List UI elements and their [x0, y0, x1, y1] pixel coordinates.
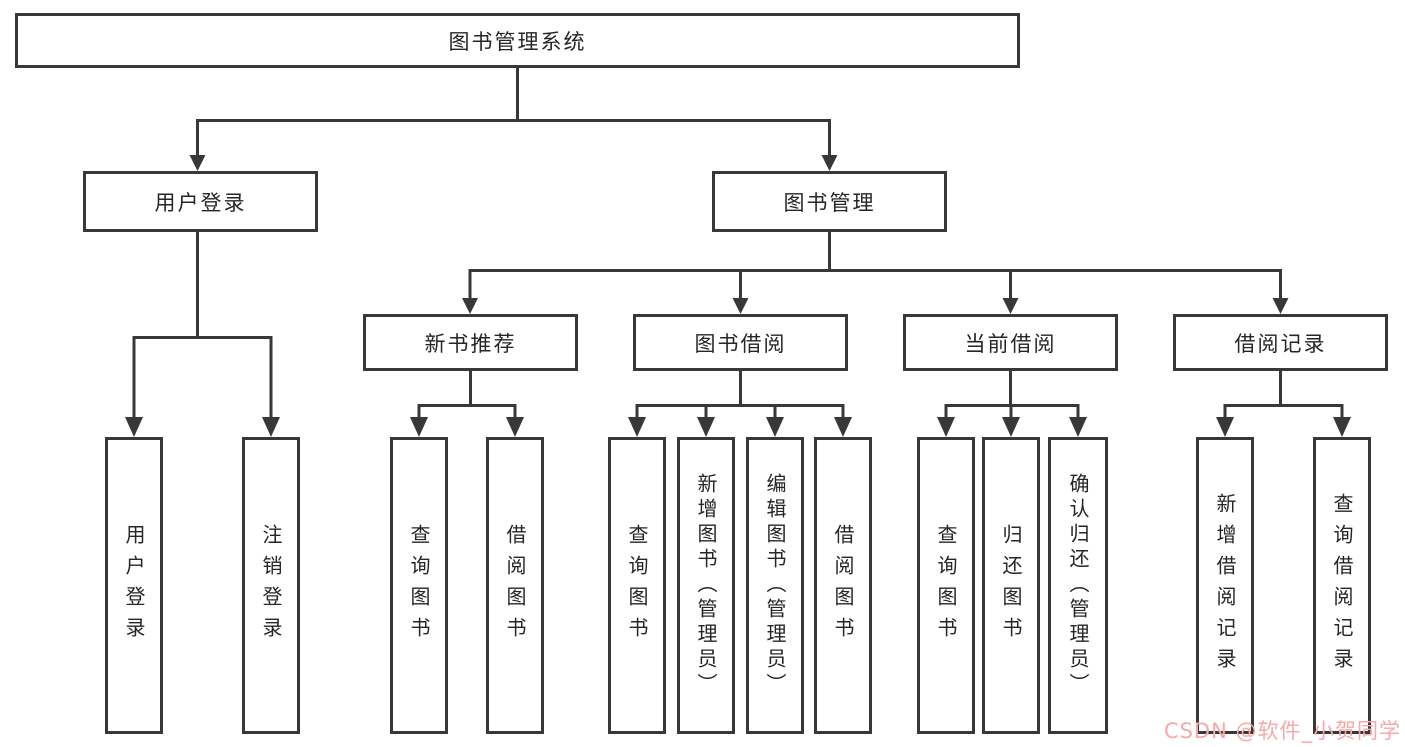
- leaf-borrow-books: 借阅图书: [814, 437, 872, 734]
- node-label: 注销登录: [259, 523, 283, 648]
- leaf-add-borrow-record: 新增借阅记录: [1196, 437, 1254, 734]
- node-user-login: 用户登录: [83, 171, 318, 232]
- node-label: 编辑图书（管理员）: [763, 473, 787, 698]
- node-label: 用户登录: [154, 190, 247, 215]
- node-label: 借阅图书: [503, 523, 527, 648]
- leaf-logout: 注销登录: [242, 437, 300, 734]
- node-label: 新书推荐: [424, 331, 517, 356]
- node-label: 归还图书: [999, 523, 1023, 648]
- node-new-book-recommend: 新书推荐: [363, 314, 578, 371]
- leaf-add-books-admin: 新增图书（管理员）: [677, 437, 735, 734]
- node-label: 当前借阅: [964, 331, 1057, 356]
- leaf-query-books-current: 查询图书: [917, 437, 975, 734]
- node-label: 查询图书: [934, 523, 958, 648]
- node-label: 新增借阅记录: [1213, 492, 1237, 679]
- node-book-borrow: 图书借阅: [633, 314, 848, 371]
- leaf-query-books-borrow: 查询图书: [608, 437, 666, 734]
- arrowhead-icons: [125, 155, 1351, 437]
- leaf-query-books-recommend: 查询图书: [390, 437, 448, 734]
- node-label: 借阅记录: [1234, 331, 1327, 356]
- leaf-borrow-books-recommend: 借阅图书: [486, 437, 544, 734]
- leaf-return-books: 归还图书: [982, 437, 1040, 734]
- node-label: 用户登录: [122, 523, 146, 648]
- leaf-edit-books-admin: 编辑图书（管理员）: [746, 437, 804, 734]
- leaf-user-login: 用户登录: [105, 437, 163, 734]
- node-label: 查询图书: [407, 523, 431, 648]
- node-label: 图书管理: [783, 190, 876, 215]
- node-book-management: 图书管理: [712, 171, 947, 232]
- node-label: 借阅图书: [831, 523, 855, 648]
- csdn-watermark: CSDN @软件_小贺同学: [1163, 719, 1401, 743]
- node-label: 确认归还（管理员）: [1066, 473, 1090, 698]
- node-label: 图书管理系统: [448, 29, 587, 54]
- node-borrow-records: 借阅记录: [1173, 314, 1388, 371]
- node-label: 查询借阅记录: [1330, 492, 1354, 679]
- node-current-borrow: 当前借阅: [903, 314, 1118, 371]
- node-label: 图书借阅: [694, 331, 787, 356]
- node-root-library-system: 图书管理系统: [15, 13, 1020, 68]
- leaf-confirm-return-admin: 确认归还（管理员）: [1048, 437, 1108, 734]
- leaf-query-borrow-record: 查询借阅记录: [1313, 437, 1371, 734]
- node-label: 新增图书（管理员）: [694, 473, 718, 698]
- node-label: 查询图书: [625, 523, 649, 648]
